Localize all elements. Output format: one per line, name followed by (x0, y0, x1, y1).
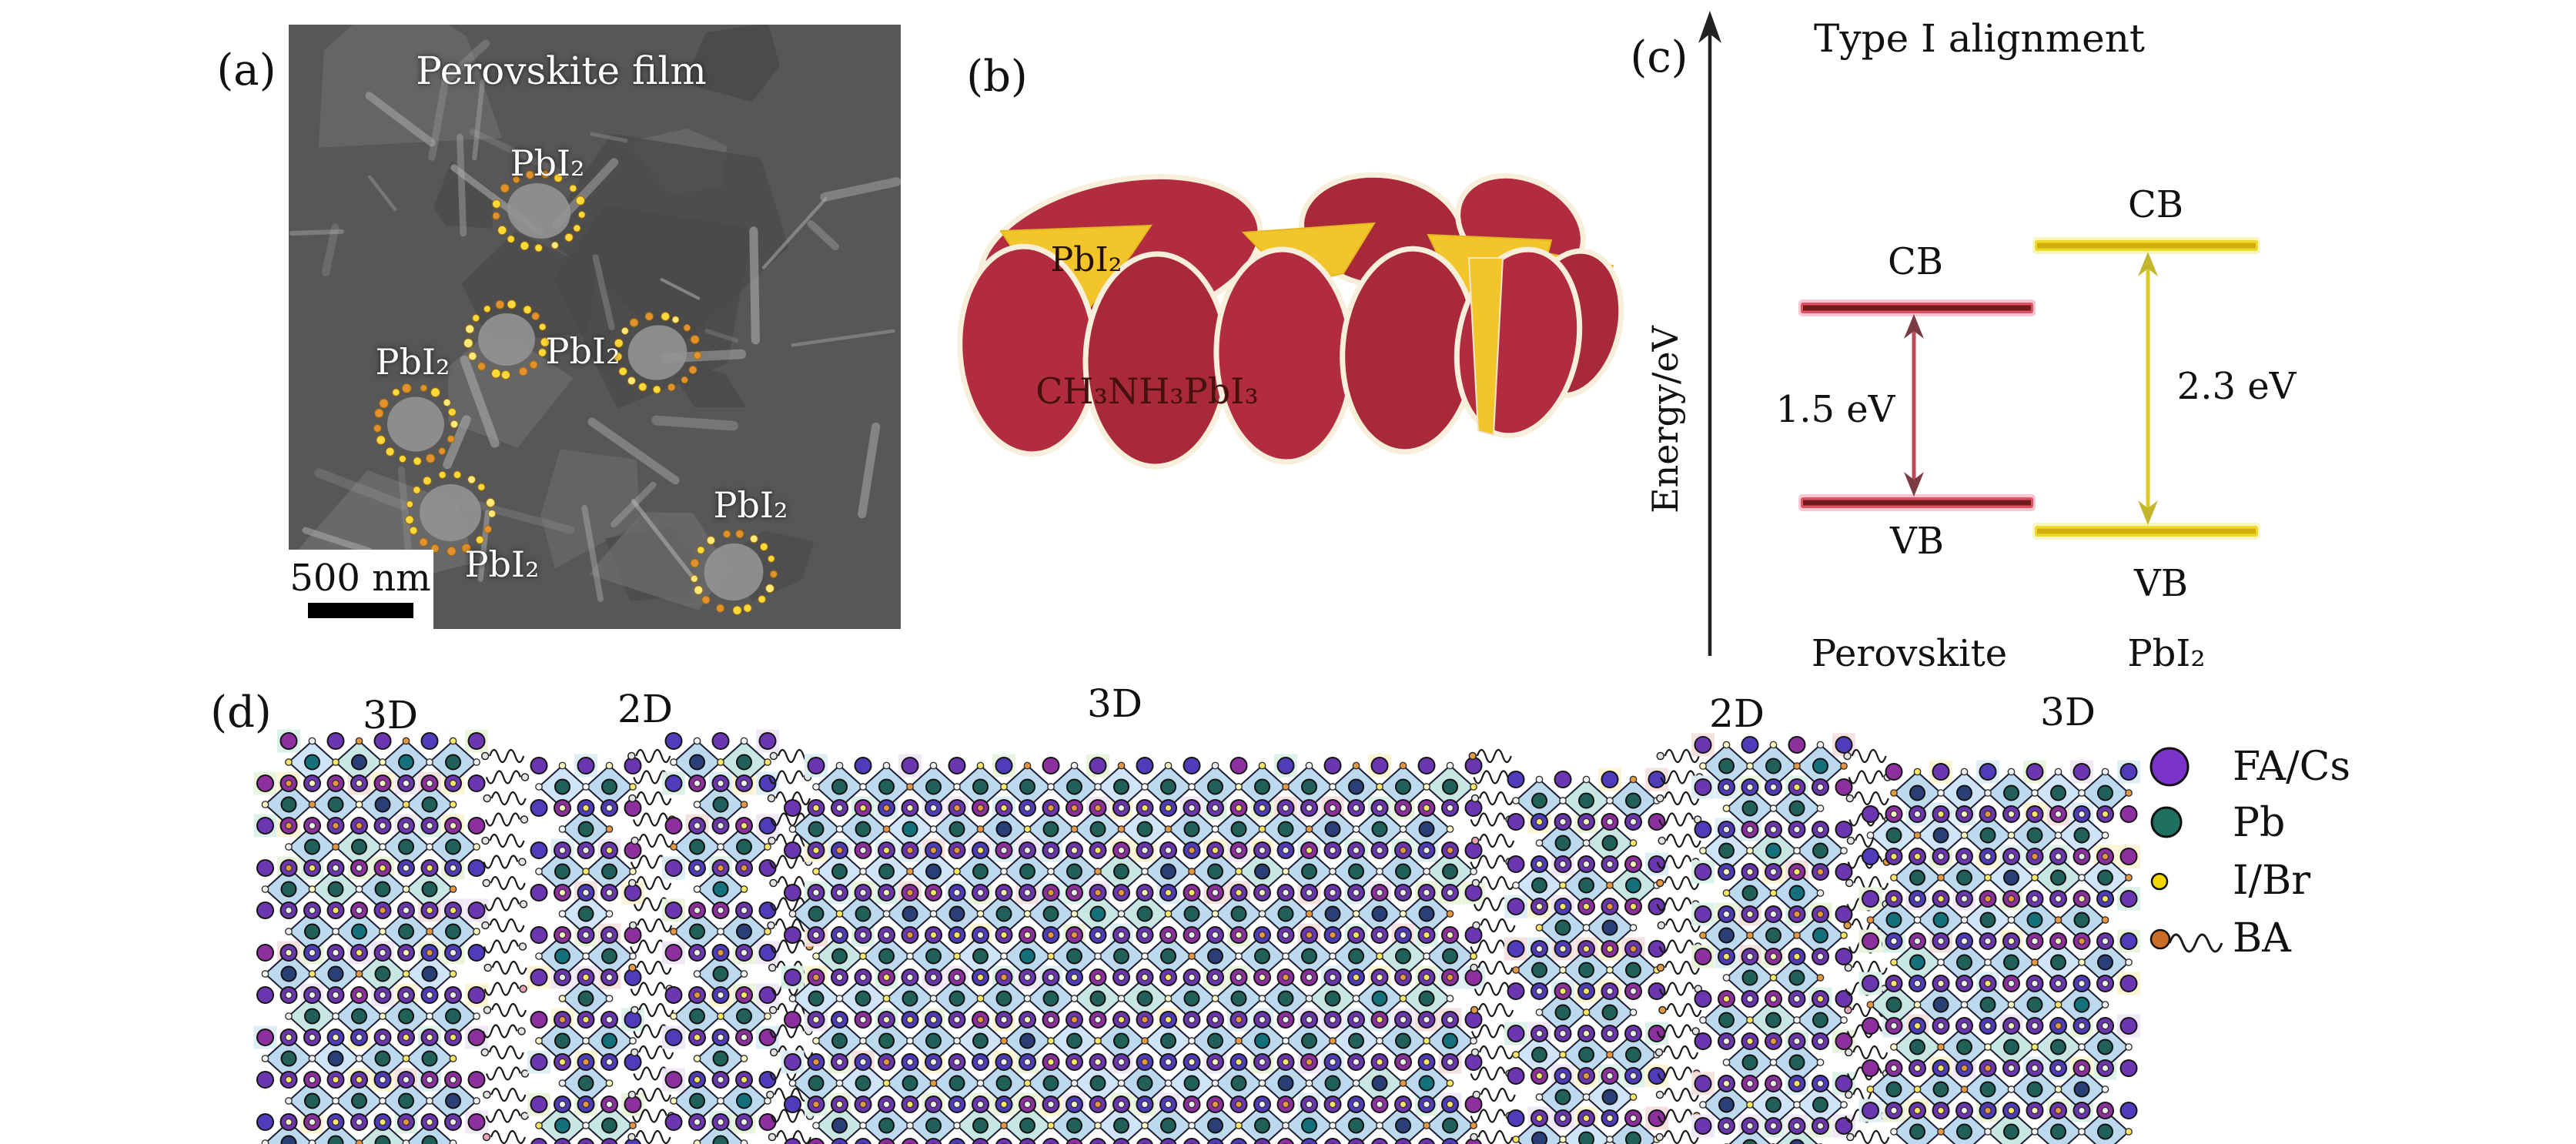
panel-d-tag: (d) (210, 687, 272, 738)
lattice-2d-slab (1504, 768, 1668, 1144)
pbi2-cb-label: CB (2128, 183, 2183, 226)
legend-label-pb: Pb (2233, 800, 2286, 846)
pbi2-dotted-circle (690, 530, 778, 615)
lattice-2d-slab (1691, 733, 1855, 1144)
pbi2-grain-label: PbI₂ (464, 544, 540, 585)
sem-image (289, 25, 901, 629)
pbi2-vb-label: VB (2134, 562, 2188, 605)
pbi2-gap-value: 2.3 eV (2176, 365, 2297, 408)
legend-label-facs: FA/Cs (2233, 744, 2351, 790)
lattice-3d-block (253, 729, 488, 1144)
pbi2-vb-band (2032, 523, 2260, 540)
lattice-2d-slab (527, 754, 644, 1144)
lattice-schematic (253, 729, 2140, 1144)
bandgap-arrow-perovskite (1904, 314, 1924, 497)
bandgap-arrow-pbi2 (2138, 252, 2158, 525)
pbi2-grain-label: PbI₂ (713, 484, 788, 526)
region-label-3d: 3D (2040, 690, 2096, 734)
pbi2-grain-label: PbI₂ (545, 330, 621, 372)
panel-a-title: Perovskite film (416, 49, 707, 93)
scale-bar-label: 500 nm (289, 557, 431, 600)
lattice-3d-block (781, 754, 1485, 1144)
pb-legend-icon (2150, 806, 2183, 838)
lattice-2d-slab (662, 729, 779, 1144)
perovskite-gap-value: 1.5 eV (1775, 388, 1895, 431)
panel-c-tag: (c) (1630, 32, 1688, 82)
region-label-3d: 3D (1087, 681, 1142, 726)
ba-legend-icon (2149, 928, 2223, 953)
pbi2-dotted-circle (613, 312, 702, 394)
ibr-legend-icon (2150, 872, 2169, 891)
mapbi3-label: CH₃NH₃PbI₃ (1035, 370, 1259, 412)
pbi2-dotted-circle (492, 170, 586, 253)
lattice-3d-block (1858, 760, 2140, 1144)
pbi2-dotted-circle (373, 383, 459, 466)
energy-axis-label: Energy/eV (1644, 326, 1686, 513)
pbi2-dotted-circle (405, 470, 497, 557)
band-diagram (1698, 11, 2260, 656)
facs-legend-icon (2149, 747, 2190, 787)
scale-bar (308, 603, 413, 618)
pbi2-cb-band (2032, 237, 2260, 254)
region-label-2d: 2D (1709, 691, 1765, 736)
lattice-legend (2149, 747, 2223, 953)
ba-ligand-column (480, 748, 530, 1144)
perovskite-vb-label: VB (1890, 520, 1944, 563)
pbi2-grain-label: PbI₂ (510, 142, 585, 184)
perovskite-grain (1213, 246, 1355, 465)
panel-b-tag: (b) (966, 52, 1028, 102)
grain-cartoon (957, 172, 1624, 470)
region-label-2d: 2D (617, 687, 673, 731)
panel-a-tag: (a) (216, 45, 276, 95)
region-label-3d: 3D (363, 693, 418, 738)
axis-arrowhead-icon (1698, 11, 1721, 43)
perovskite-cb-label: CB (1888, 240, 1943, 283)
band-diagram-title: Type I alignment (1813, 16, 2146, 61)
pbi2-wedge-label: PbI₂ (1050, 240, 1122, 279)
pbi2-dotted-circle (463, 299, 550, 380)
pbi2-drip (1467, 257, 1504, 437)
legend-label-ibr: I/Br (2233, 858, 2311, 904)
perovskite-cb-band (1798, 299, 2036, 316)
pbi2-grain-label: PbI₂ (375, 341, 450, 383)
legend-label-ba: BA (2233, 915, 2291, 962)
perovskite-vb-band (1798, 494, 2036, 511)
pbi2-name: PbI₂ (2127, 632, 2206, 675)
perovskite-grain (1082, 251, 1230, 470)
perovskite-name: Perovskite (1811, 632, 2008, 675)
